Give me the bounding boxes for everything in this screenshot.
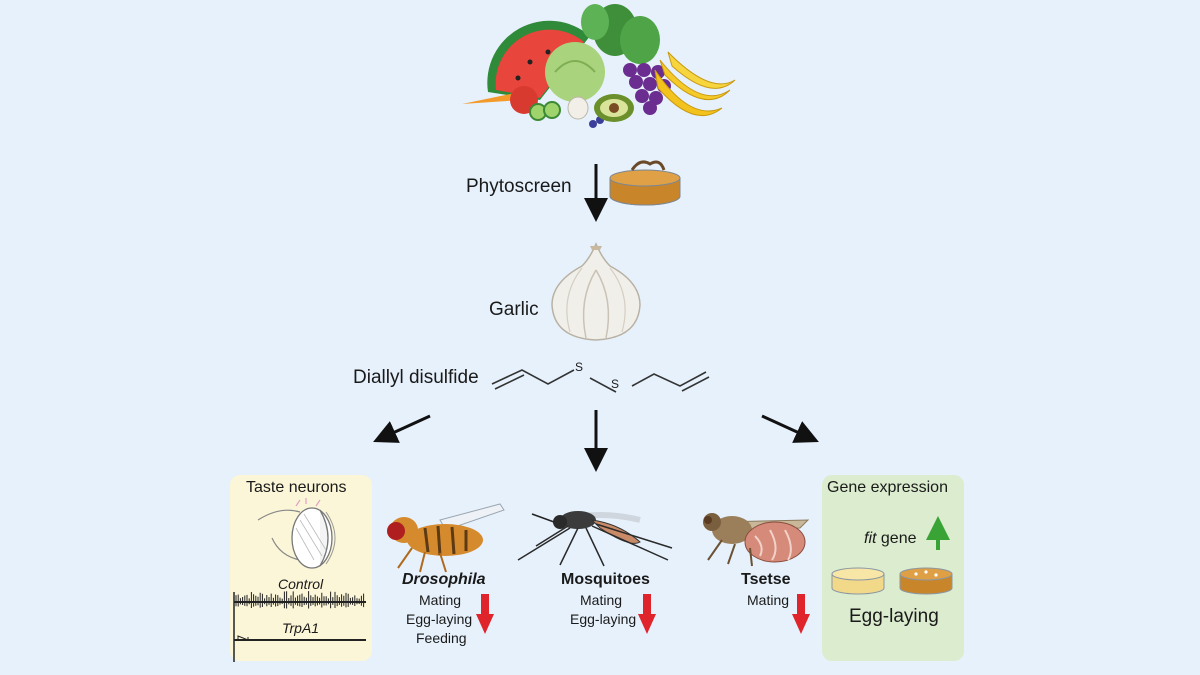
petri-dish-control-icon [831, 567, 885, 595]
flow-arrow-right [761, 414, 819, 443]
fit-gene-label: fit gene [864, 530, 917, 548]
fruit-fly-icon [387, 503, 505, 573]
drosophila-effect-1: Mating [419, 592, 462, 608]
drosophila-effect-3: Feeding [416, 630, 467, 646]
garlic-bulb-icon [551, 242, 641, 341]
petri-dish-icon [609, 160, 681, 206]
trpa1-trace [234, 635, 366, 641]
control-label: Control [278, 576, 324, 592]
egg-laying-label: Egg-laying [849, 606, 939, 627]
decrease-arrow-tsetse [792, 594, 810, 634]
control-trace [234, 591, 366, 609]
mosquitoes-name: Mosquitoes [561, 571, 650, 588]
tsetse-effect-1: Mating [747, 592, 790, 608]
gene-panel-title: Gene expression [827, 479, 948, 496]
taste-neuron-icon [257, 498, 336, 569]
fit-gene-suffix: gene [876, 530, 917, 547]
tsetse-name: Tsetse [741, 571, 791, 588]
drosophila-effect-2: Egg-laying [406, 611, 473, 627]
compound-label: Diallyl disulfide [353, 367, 479, 388]
tsetse-fly-icon [703, 513, 810, 567]
decrease-arrow-drosophila [476, 594, 494, 634]
taste-panel-title: Taste neurons [246, 479, 347, 496]
gene-expression-panel [822, 475, 964, 661]
flow-arrow-left [373, 414, 431, 443]
phytoscreen-label: Phytoscreen [466, 176, 572, 197]
decrease-arrow-mosquitoes [638, 594, 656, 634]
sulfur-atom-2: S [611, 377, 620, 391]
fruit-vegetable-pile-icon [462, 4, 736, 128]
diallyl-disulfide-structure [491, 369, 710, 393]
drosophila-name: Drosophila [402, 571, 486, 588]
garlic-label: Garlic [489, 299, 539, 320]
sulfur-atom-1: S [575, 360, 584, 374]
trpa1-label: TrpA1 [282, 620, 320, 636]
fit-gene-name: fit [864, 530, 877, 547]
mosquitoes-effect-1: Mating [580, 592, 623, 608]
mosquitoes-effect-2: Egg-laying [570, 611, 637, 627]
taste-neurons-panel [230, 475, 372, 661]
mosquito-icon [517, 511, 673, 567]
petri-dish-garlic-icon [899, 567, 953, 595]
